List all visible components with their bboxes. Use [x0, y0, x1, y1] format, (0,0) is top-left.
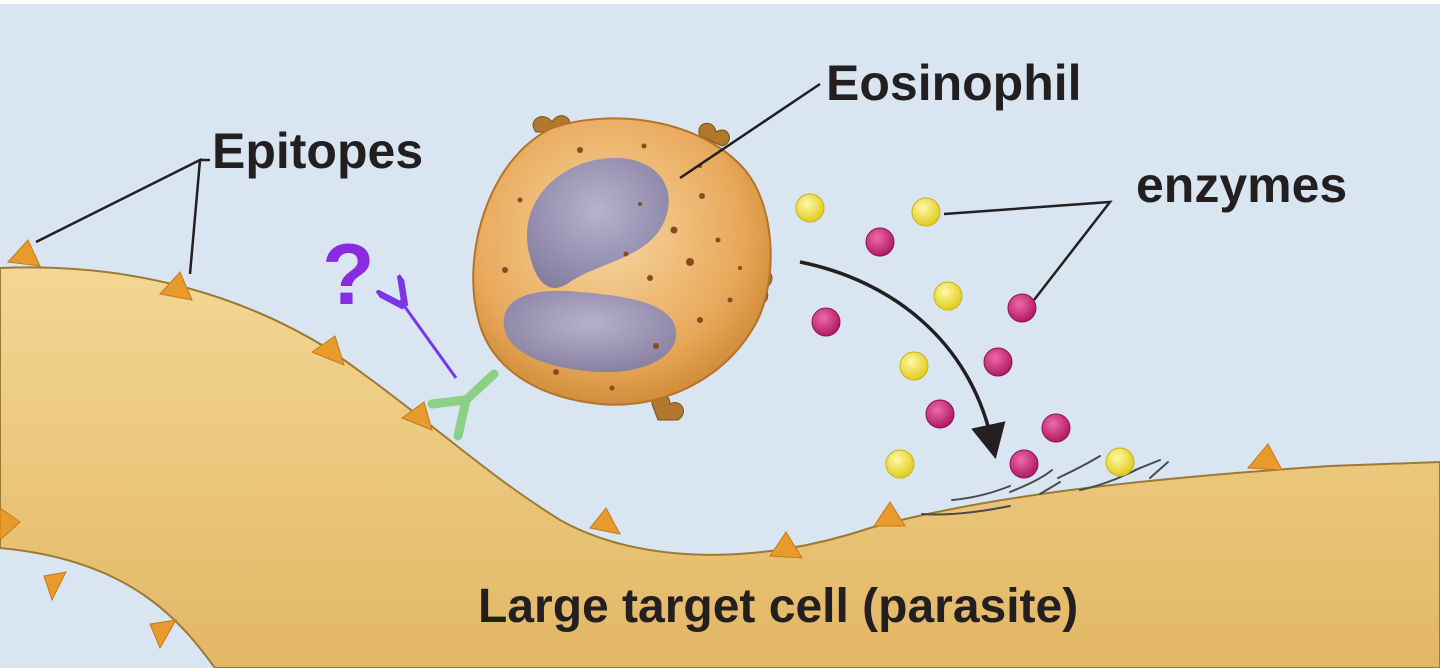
leader-lines [35, 82, 1113, 301]
epitope [0, 507, 21, 541]
enzyme-yellow [899, 351, 929, 381]
enzyme-yellow [795, 193, 825, 223]
enzyme-magenta [1041, 413, 1071, 443]
epitope [1246, 443, 1283, 471]
top-margin [0, 0, 1440, 4]
epitope [159, 271, 193, 301]
question-mark: ? [322, 227, 375, 323]
enzyme-yellow [933, 281, 963, 311]
enzyme-yellow [1105, 447, 1135, 477]
epitope [6, 239, 41, 267]
eosinophil-nucleus-upper [526, 157, 669, 288]
antibody [427, 369, 499, 441]
secretion-arrow [799, 260, 1006, 460]
membrane-damage-marks [921, 455, 1169, 516]
enzymes-yellow [795, 193, 1135, 479]
enzyme-magenta [865, 227, 895, 257]
epitope [589, 507, 621, 535]
enzyme-magenta [1007, 293, 1037, 323]
enzymes-leader [943, 200, 1113, 301]
enzyme-magenta [925, 399, 955, 429]
epitope [43, 571, 67, 602]
label-target-cell: Large target cell (parasite) [478, 580, 1078, 633]
epitope [769, 531, 803, 559]
enzyme-magenta [811, 307, 841, 337]
eosinophil-granules [502, 143, 742, 391]
epitopes [0, 239, 1283, 650]
unknown-arrow [400, 300, 458, 379]
epitope [873, 501, 906, 527]
epitope [149, 619, 177, 650]
label-epitopes: Epitopes [212, 123, 423, 179]
enzyme-magenta [983, 347, 1013, 377]
eosinophil-nucleus-lower [503, 290, 677, 373]
epitope [400, 401, 433, 431]
eosinophil [472, 115, 773, 421]
label-enzymes: enzymes [1136, 157, 1347, 213]
parasite-body [0, 266, 1440, 668]
enzymes-magenta [811, 227, 1071, 479]
enzyme-magenta [1009, 449, 1039, 479]
epitope [310, 335, 345, 366]
label-eosinophil: Eosinophil [826, 55, 1082, 111]
eosinophil-leader [679, 82, 821, 180]
enzyme-yellow [885, 449, 915, 479]
enzyme-yellow [911, 197, 941, 227]
